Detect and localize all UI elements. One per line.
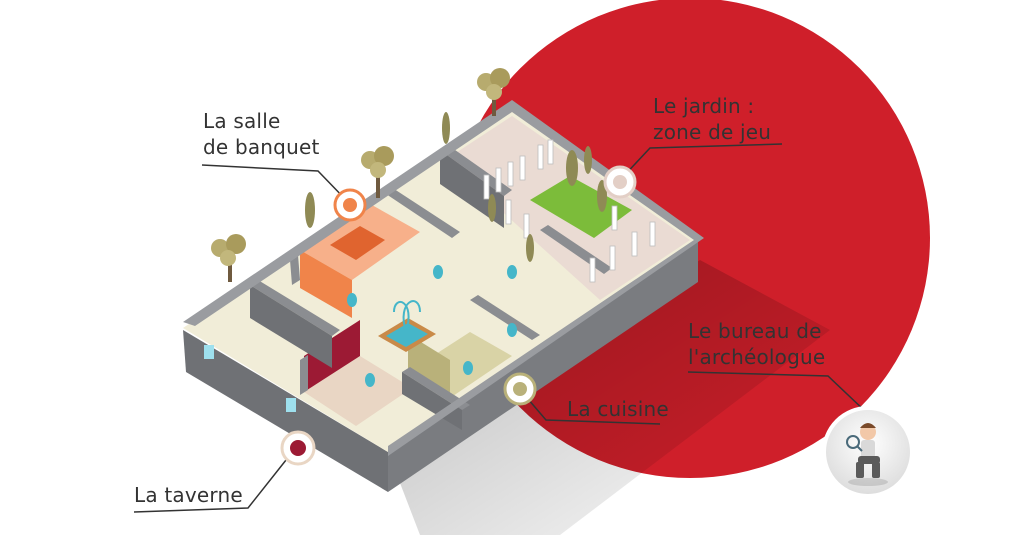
trees bbox=[211, 68, 607, 282]
kitchen-wall bbox=[408, 334, 450, 398]
label-office-line2: l'archéologue bbox=[688, 345, 826, 369]
garden-columns bbox=[483, 139, 656, 283]
window-left-1 bbox=[204, 345, 214, 359]
label-tavern-line1: La taverne bbox=[134, 483, 243, 507]
label-tavern: La taverne bbox=[134, 482, 243, 508]
tree-banquet bbox=[361, 146, 394, 198]
garden-marker-dot bbox=[613, 175, 627, 189]
banquet-marker-dot bbox=[343, 198, 357, 212]
interior-walls bbox=[250, 145, 612, 410]
label-banquet-line1: La salle bbox=[203, 109, 281, 133]
garden-lawn bbox=[530, 176, 632, 238]
outer-wall-front bbox=[388, 240, 698, 492]
cypress-trees bbox=[305, 112, 607, 262]
label-garden: Le jardin : zone de jeu bbox=[653, 93, 771, 145]
label-garden-line1: Le jardin : bbox=[653, 94, 755, 118]
label-archeologist-office: Le bureau de l'archéologue bbox=[688, 318, 825, 370]
label-garden-line2: zone de jeu bbox=[653, 120, 772, 144]
tavern-room bbox=[304, 356, 412, 426]
kitchen-marker-dot bbox=[513, 382, 527, 396]
label-banquet-line2: de banquet bbox=[203, 135, 320, 159]
callouts bbox=[133, 143, 914, 513]
decor-pots bbox=[347, 265, 517, 387]
banquet-couch bbox=[330, 226, 385, 260]
label-banquet-room: La salle de banquet bbox=[203, 108, 320, 160]
interior-wall-faces bbox=[250, 150, 504, 430]
banquet-leader-line bbox=[201, 164, 349, 203]
window-left-2 bbox=[286, 398, 296, 412]
building-shadow bbox=[395, 260, 830, 535]
archeologist-figure-icon bbox=[846, 423, 888, 486]
office-leader-line bbox=[687, 371, 867, 413]
tavern-leader-line bbox=[133, 454, 291, 513]
label-kitchen: La cuisine bbox=[567, 396, 669, 422]
tavern-marker-dot bbox=[290, 440, 306, 456]
villa-building bbox=[183, 100, 704, 492]
fountain-jet bbox=[393, 300, 421, 333]
tree-top bbox=[477, 68, 510, 116]
label-kitchen-line1: La cuisine bbox=[567, 397, 669, 421]
banquet-wall bbox=[300, 250, 352, 318]
tree-left bbox=[211, 234, 246, 282]
label-office-line1: Le bureau de bbox=[688, 319, 822, 343]
fountain-water bbox=[386, 323, 428, 347]
outer-wall-left bbox=[183, 330, 388, 492]
